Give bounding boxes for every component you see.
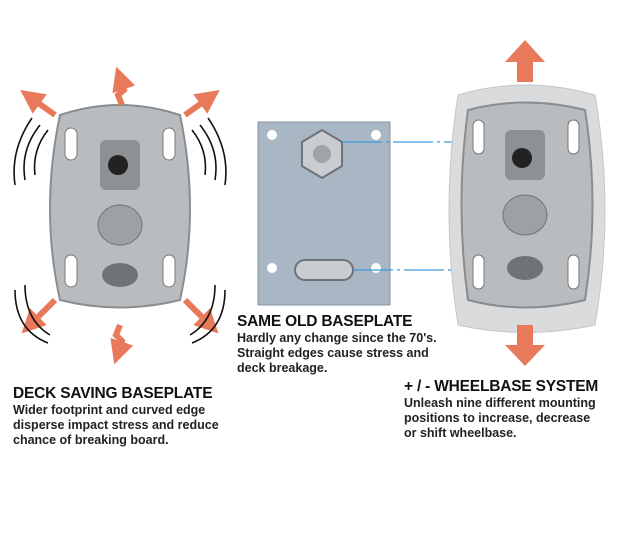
caption-title: + / - WHEELBASE SYSTEM	[404, 378, 599, 395]
deck-saving-baseplate-image	[49, 104, 191, 309]
same-old-baseplate-image	[257, 121, 391, 306]
caption-line: positions to increase, decrease	[404, 411, 591, 425]
stress-waves	[13, 117, 227, 344]
caption-line: Straight edges cause stress and	[237, 346, 429, 360]
caption-line: Hardly any change since the 70's.	[237, 331, 437, 345]
caption-line: Wider footprint and curved edge	[13, 403, 206, 417]
caption-line: Unleash nine different mounting	[404, 396, 596, 410]
same-old-baseplate-caption: SAME OLD BASEPLATE Hardly any change sin…	[237, 313, 437, 376]
caption-line: or shift wheelbase.	[404, 426, 517, 440]
deck-saving-baseplate-caption: DECK SAVING BASEPLATE Wider footprint an…	[13, 385, 219, 448]
caption-title: SAME OLD BASEPLATE	[237, 313, 413, 330]
caption-title: DECK SAVING BASEPLATE	[13, 385, 213, 402]
wheelbase-arrows	[505, 40, 545, 366]
caption-line: disperse impact stress and reduce	[13, 418, 219, 432]
caption-line: chance of breaking board.	[13, 433, 169, 447]
wheelbase-system-caption: + / - WHEELBASE SYSTEM Unleash nine diff…	[404, 378, 598, 441]
wheelbase-baseplate-image	[448, 84, 606, 333]
caption-line: deck breakage.	[237, 361, 328, 375]
